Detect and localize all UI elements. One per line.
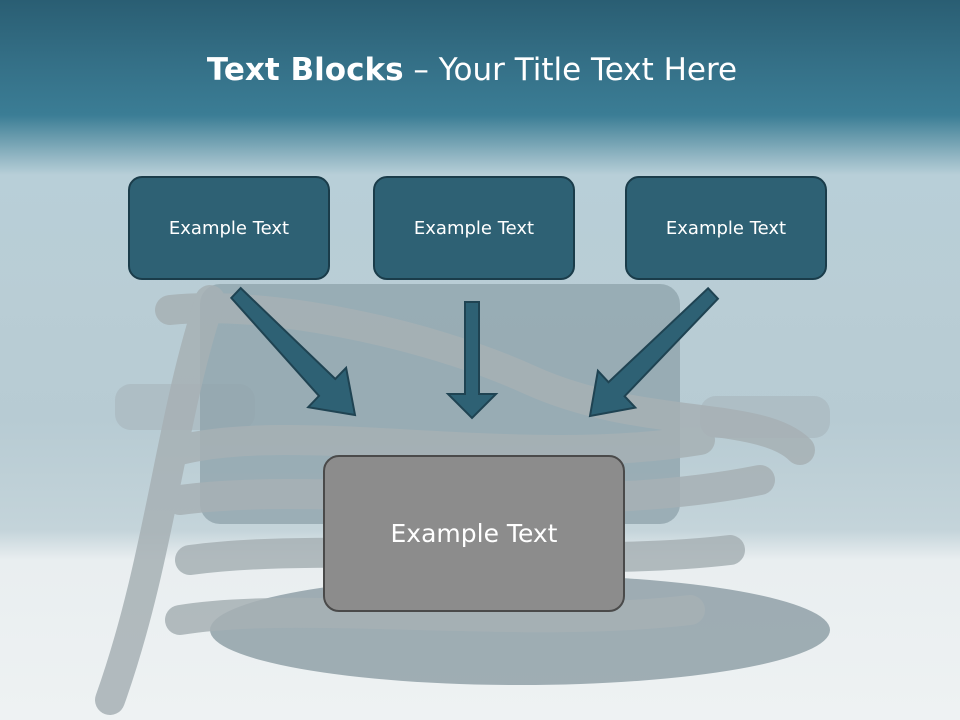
target-text-block[interactable]: Example Text [323, 455, 625, 612]
arrow-center-icon [448, 302, 496, 418]
arrow-right-icon [590, 288, 718, 416]
arrow-left-icon [231, 288, 355, 415]
target-text-block-label: Example Text [391, 519, 558, 548]
